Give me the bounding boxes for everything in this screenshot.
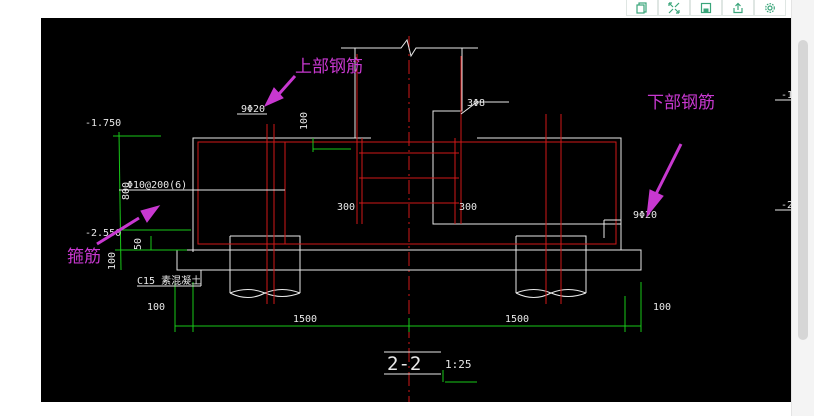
dim-100-side-label: 100 — [107, 252, 118, 270]
scale-label: 1:25 — [445, 358, 472, 371]
cad-drawing: -1.750 -2.550 800 50 100 9Φ20 100 3Φ8 Φ1… — [41, 18, 791, 402]
bottom-rebar-annotation: 下部钢筋 — [647, 93, 715, 113]
vertical-scrollbar[interactable] — [791, 0, 814, 416]
piles — [229, 235, 587, 298]
concrete-label: C15 素混凝土 — [137, 274, 201, 287]
dim-300-right-label: 300 — [459, 202, 477, 213]
rebar-bottom-label: 9Φ20 — [633, 210, 657, 221]
copy-button[interactable] — [626, 0, 658, 16]
share-button[interactable] — [722, 0, 754, 16]
dimension-lines — [113, 131, 642, 383]
dim-300-left-label: 300 — [337, 202, 355, 213]
top-rebar-annotation: 上部钢筋 — [295, 57, 363, 77]
floppy-disk-icon — [700, 2, 712, 13]
cad-svg: -1.750 -2.550 800 50 100 9Φ20 100 3Φ8 Φ1… — [67, 36, 791, 402]
column-outline — [192, 38, 621, 252]
scrollbar-thumb[interactable] — [798, 40, 808, 340]
rebar-3-label: 3Φ8 — [467, 98, 485, 109]
footing-outline — [176, 137, 642, 271]
save-button[interactable] — [690, 0, 722, 16]
stirrup-spec-label: Φ10@200(6) — [127, 180, 187, 191]
dim-1500-right-label: 1500 — [505, 314, 529, 325]
stirrup-annotation: 箍筋 — [67, 247, 101, 267]
expand-button[interactable] — [658, 0, 690, 16]
rebar-top-label: 9Φ20 — [241, 104, 265, 115]
dim-100-right-label: 100 — [653, 302, 671, 313]
expand-arrows-icon — [668, 1, 680, 14]
annotation-arrows — [96, 75, 683, 246]
section-label: 2-2 — [387, 353, 421, 375]
dim-100-left-label: 100 — [147, 302, 165, 313]
cushion-layer — [176, 249, 642, 271]
settings-button[interactable] — [754, 0, 786, 16]
elev-bottom-label: -2.550 — [85, 228, 121, 239]
rebar-cage — [197, 54, 617, 304]
right-edge-top-label: -1 — [781, 90, 791, 101]
dim-50-label: 50 — [133, 238, 144, 250]
elev-top-label: -1.750 — [85, 118, 121, 129]
gear-icon — [765, 2, 775, 13]
copy-icon — [636, 1, 647, 14]
height-800-label: 800 — [121, 182, 132, 200]
image-toolbar — [626, 0, 786, 16]
leader-lines — [119, 99, 791, 375]
dim-1500-left-label: 1500 — [293, 314, 317, 325]
left-gutter — [0, 0, 41, 416]
share-icon — [733, 2, 743, 13]
right-edge-bottom-label: -2 — [781, 200, 791, 211]
dim-100-top-label: 100 — [299, 112, 310, 130]
